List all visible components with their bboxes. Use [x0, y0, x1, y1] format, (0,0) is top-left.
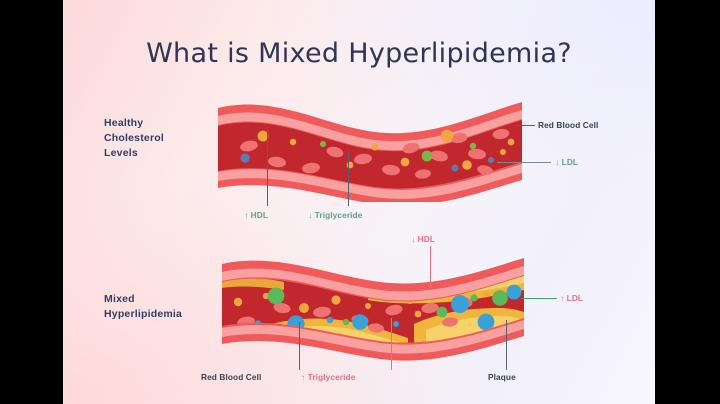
section-label-healthy-line-2: Cholesterol — [104, 132, 164, 144]
callout-triglyceride-mixed: ↑ Triglyceride — [301, 372, 356, 382]
section-label-healthy: Healthy Cholesterol Levels — [104, 116, 164, 161]
leader-line-triglyceride-healthy — [348, 152, 350, 206]
leader-line-plaque-mixed — [506, 320, 508, 370]
section-label-mixed-line-1: Mixed — [104, 293, 135, 305]
letterbox-bar-right — [655, 0, 720, 404]
leader-line-rbc-healthy — [513, 125, 535, 127]
mixed-blood-vessel — [218, 250, 528, 370]
leader-line-rbc-mixed — [299, 322, 301, 370]
section-label-mixed: Mixed Hyperlipidemia — [104, 292, 182, 322]
callout-plaque-mixed: Plaque — [488, 372, 516, 382]
leader-line-triglyceride-mixed — [391, 318, 393, 370]
callout-ldl-healthy: ↓ LDL — [555, 157, 579, 167]
slide-canvas: What is Mixed Hyperlipidemia? Healthy Ch… — [63, 0, 655, 404]
callout-ldl-mixed: ↑ LDL — [560, 293, 584, 303]
callout-hdl-healthy: ↑ HDL — [244, 210, 269, 220]
callout-hdl-mixed: ↓ HDL — [411, 234, 436, 244]
leader-line-hdl-healthy — [267, 128, 269, 206]
callout-red-blood-cell-mixed: Red Blood Cell — [201, 372, 262, 382]
leader-line-ldl-mixed — [521, 298, 557, 300]
callout-red-blood-cell-healthy: Red Blood Cell — [538, 120, 599, 130]
healthy-blood-vessel — [215, 92, 525, 202]
page-title: What is Mixed Hyperlipidemia? — [146, 38, 572, 69]
callout-triglyceride-healthy: ↓ Triglyceride — [308, 210, 363, 220]
section-label-healthy-line-1: Healthy — [104, 117, 144, 129]
section-label-mixed-line-2: Hyperlipidemia — [104, 308, 183, 320]
leader-line-ldl-healthy — [497, 162, 551, 164]
leader-line-hdl-mixed — [430, 246, 432, 288]
letterbox-bar-left — [0, 0, 63, 404]
section-label-healthy-line-3: Levels — [104, 147, 138, 159]
